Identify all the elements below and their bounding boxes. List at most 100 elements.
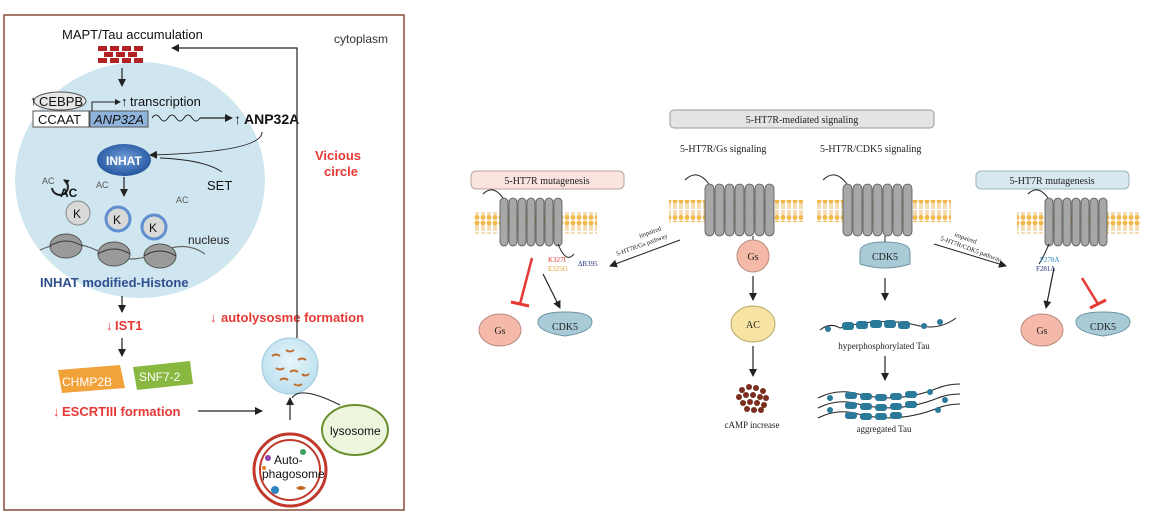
ist1-label: IST1 — [115, 318, 142, 333]
cebpb-label: CEBPB — [39, 94, 83, 109]
inhat-histone-label: INHAT modified-Histone — [40, 275, 189, 290]
lysosome — [321, 404, 389, 456]
gs-label-center: Gs — [747, 252, 758, 263]
mutagenesis-right-box — [975, 170, 1130, 190]
gs-node-center — [736, 239, 770, 273]
cdk5-label-left: CDK5 — [552, 322, 578, 333]
autolysosome-label: autolysosme formation — [221, 310, 364, 325]
ac-label: AC — [746, 320, 760, 331]
degraded-tau-fragments — [271, 349, 310, 387]
cebpb-up-arrow: ↑ — [30, 93, 37, 108]
acetyl-removal-arrow — [51, 179, 70, 196]
gs-signaling-label: 5-HT7R/Gs signaling — [680, 144, 766, 155]
impaired-gs-arrow — [609, 239, 681, 268]
gs-label-right: Gs — [1036, 326, 1047, 337]
mutation-k327: K327I — [548, 256, 567, 264]
ac-label-bold: AC — [60, 186, 78, 200]
cdk5-signaling-label: 5-HT7R/CDK5 signaling — [820, 144, 921, 155]
anp32a-gene-box — [89, 110, 149, 128]
arrow-right-to-gs — [1043, 267, 1055, 309]
escrt-label: ESCRTIII formation — [62, 404, 181, 419]
anp32a-gene-label: ANP32A — [93, 112, 144, 127]
lysine-3-label: K — [149, 221, 157, 235]
mrna-squiggle — [151, 114, 201, 122]
mutation-f278a: F278A — [1040, 256, 1059, 264]
inhat-complex — [97, 144, 151, 176]
set-label: SET — [207, 178, 232, 193]
header-label: 5-HT7R-mediated signaling — [746, 115, 858, 126]
arrow-anp32a-to-inhat — [149, 131, 263, 159]
cdk5-node-left — [537, 311, 593, 337]
receptor-gs — [704, 183, 775, 237]
lysine-2 — [104, 205, 132, 233]
autophagosome-label-1: Auto- — [274, 453, 303, 467]
gs-label-left: Gs — [494, 326, 505, 337]
hyperphosphorylated-tau-icon — [819, 317, 957, 332]
tau-aggregate-icon — [98, 46, 143, 63]
nucleus-label: nucleus — [188, 233, 229, 247]
transcription-up-arrow: ↑ — [121, 94, 128, 109]
vicious-circle-line1: Vicious — [315, 148, 361, 163]
lysosome-label: lysosome — [330, 424, 381, 438]
chmp2b-block — [58, 365, 125, 393]
escrt-down-arrow: ↓ — [53, 404, 60, 419]
cytoplasm-label: cytoplasm — [334, 32, 388, 46]
autolysosome-vesicle — [261, 337, 319, 395]
vicious-circle-feedback-arrow — [171, 44, 298, 338]
ac-label-1: AC — [42, 176, 55, 186]
impaired-cdk5-arrow — [933, 243, 1007, 268]
receptor-right-loops — [1027, 189, 1050, 265]
right-panel: 5-HT7R-mediated signaling 5-HT7R/Gs sign… — [470, 109, 1141, 434]
mutation-f281a: F281A — [1036, 265, 1055, 273]
snf7-label: SNF7-2 — [139, 370, 181, 384]
anp32a-protein-label: ANP32A — [244, 111, 299, 127]
receptor-cdk5-loop — [822, 174, 848, 185]
inhibition-gs-left-bar — [510, 300, 530, 308]
receptor-right — [1044, 197, 1108, 247]
receptor-gs-loop — [684, 174, 710, 185]
ac-label-3: AC — [176, 195, 189, 205]
mutation-e325g: E325G — [548, 265, 568, 273]
mutagenesis-right-label: 5-HT7R mutagenesis — [1009, 176, 1094, 187]
mutagenesis-left-box — [470, 170, 625, 190]
inhibition-cdk5-right — [1080, 277, 1100, 305]
gs-node-left — [478, 313, 522, 347]
aggregated-tau-icon — [817, 383, 961, 420]
transcription-label: transcription — [130, 94, 201, 109]
receptor-left — [499, 197, 563, 247]
ccaat-box — [32, 110, 90, 128]
inhat-label: INHAT — [106, 154, 142, 168]
lysine-1 — [65, 200, 91, 226]
autolysosome-down-arrow: ↓ — [210, 310, 217, 325]
lysine-1-label: K — [73, 207, 81, 221]
vicious-circle-line2: circle — [324, 164, 358, 179]
mutation-dr395: ΔR395 — [578, 260, 598, 268]
receptor-left-loops — [482, 189, 575, 258]
nucleosome-array — [39, 233, 206, 269]
lysine-2-label: K — [113, 213, 121, 227]
anp32a-up-arrow: ↑ — [234, 111, 241, 127]
lysine-3 — [140, 213, 168, 241]
tau-accumulation-label: MAPT/Tau accumulation — [62, 27, 203, 42]
camp-label: cAMP increase — [725, 420, 780, 430]
inhibition-gs-left — [518, 257, 534, 305]
snf7-block — [133, 361, 193, 390]
cdk5-node-center — [859, 241, 911, 269]
header-box — [669, 109, 935, 129]
autophagosome-cargo — [262, 449, 306, 494]
cdk5-node-right — [1075, 311, 1131, 337]
line-set-to-inhat — [159, 157, 223, 173]
autophagosome-label-2: phagosome — [262, 467, 325, 481]
ist1-down-arrow: ↓ — [106, 318, 113, 333]
mutagenesis-left-label: 5-HT7R mutagenesis — [504, 176, 589, 187]
autophagosome-inner-membrane — [259, 439, 321, 501]
arrow-left-to-cdk5 — [542, 273, 561, 309]
ccaat-label: CCAAT — [38, 112, 81, 127]
lysosome-to-autolysosome-line — [291, 392, 341, 406]
cdk5-label-center: CDK5 — [872, 252, 898, 263]
gs-node-right — [1020, 313, 1064, 347]
cdk5-label-right: CDK5 — [1090, 322, 1116, 333]
ac-node — [730, 305, 776, 343]
cebpb-oval — [33, 91, 87, 111]
